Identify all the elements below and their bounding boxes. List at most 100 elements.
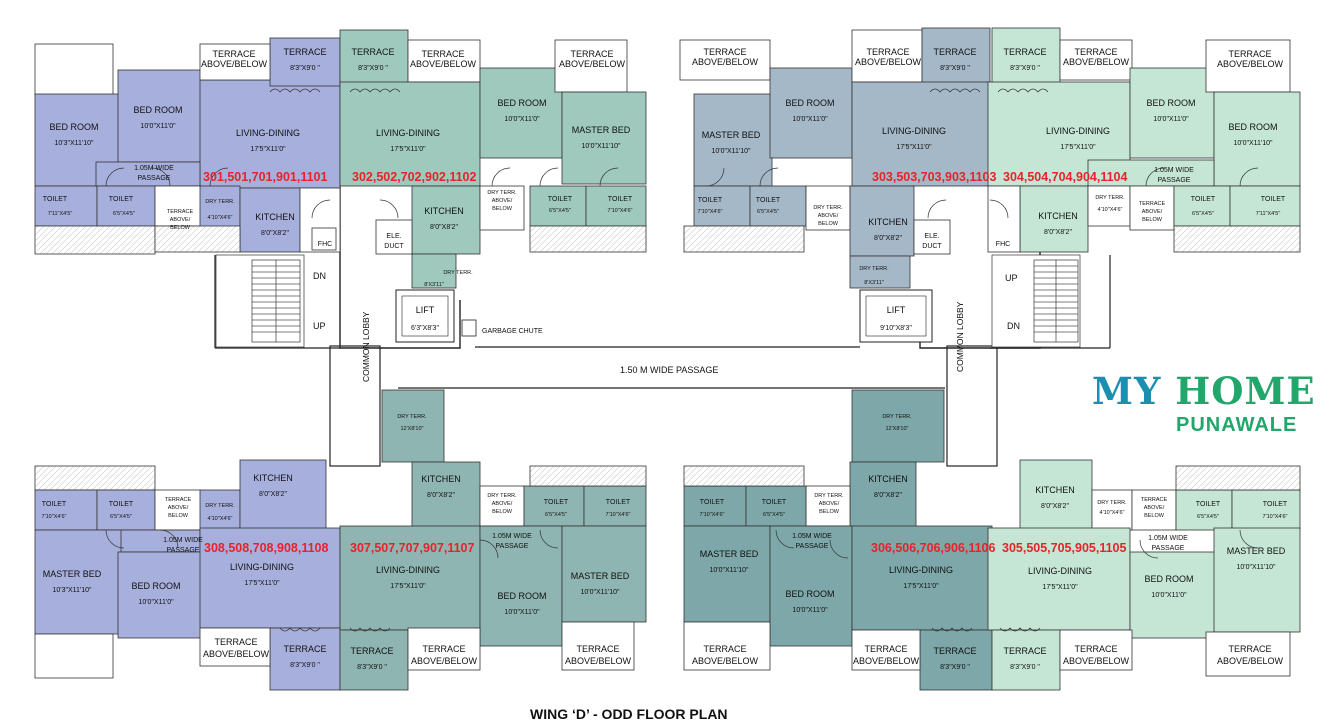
room-label: TOILET	[109, 196, 134, 203]
room-dim: 8'3"X9'0 "	[357, 664, 387, 671]
room-label: BED ROOM	[49, 122, 98, 132]
room-label: 1.05M WIDE	[492, 533, 532, 540]
room-label: TERRACE	[350, 646, 393, 656]
room-label: DRY TERR.	[1095, 195, 1125, 201]
unit-303	[679, 27, 993, 289]
room-label: ELE.	[386, 233, 401, 240]
room-label: BED ROOM	[1144, 574, 1193, 584]
room-label: BELOW	[492, 509, 513, 515]
room-dim: 6'5"X4'5"	[113, 211, 135, 217]
room-dim: 10'0"X11'0"	[1153, 116, 1189, 123]
room-label: TERRACE	[864, 644, 907, 654]
room-dim: 6'5"X4'5"	[545, 512, 567, 518]
room-label: 1.05M WIDE	[163, 537, 203, 544]
unit-number: 308,508,708,908,1108	[204, 541, 328, 555]
room-dim: 8'0"X8'2"	[874, 492, 902, 499]
unit-301	[34, 37, 341, 255]
room-label: TERRACE	[1003, 47, 1046, 57]
room-dim: 4'10"X4'6"	[208, 516, 233, 522]
room-label: BED ROOM	[497, 98, 546, 108]
room-label: LIVING-DINING	[236, 128, 300, 138]
room-dim: 17'5"X11'0"	[1042, 584, 1078, 591]
room-dim: 6'5"X4'5"	[757, 209, 779, 215]
room-label: ABOVE/	[170, 217, 191, 223]
room-label: TERRACE	[283, 644, 326, 654]
brand-location: PUNAWALE	[1176, 414, 1298, 436]
room-dim: 8'3"X9'0 "	[1010, 664, 1040, 671]
room-label: TERRACE	[933, 646, 976, 656]
brand-word-my: MY	[1092, 369, 1176, 413]
room-label: TERRACE	[1228, 644, 1271, 654]
room-dim: 8'0"X8'2"	[874, 235, 902, 242]
room-dim: 17'5"X11'0"	[903, 583, 939, 590]
room-label: MASTER BED	[571, 571, 630, 581]
room-dim: 8'X3'11"	[864, 280, 884, 286]
room-dim: 10'0"X11'0"	[504, 609, 540, 616]
unit-number: 304,504,704,904,1104	[1003, 170, 1127, 184]
unit-305	[987, 459, 1301, 691]
room-label: BED ROOM	[785, 98, 834, 108]
room-label: DRY TERR.	[814, 493, 844, 499]
room-label: FHC	[318, 241, 332, 248]
room-label: BED ROOM	[131, 581, 180, 591]
unit-302	[339, 29, 647, 289]
room-dim: 12'X8'10"	[400, 426, 423, 432]
room-label: BELOW	[168, 513, 189, 519]
stair-up-label: UP	[313, 321, 326, 331]
room-label: ABOVE/BELOW	[559, 59, 626, 69]
room-label: TOILET	[606, 499, 631, 506]
room-label: TERRACE	[703, 644, 746, 654]
room-dim: 8'0"X8'2"	[427, 492, 455, 499]
room-label: 1.05M WIDE	[792, 533, 832, 540]
unit-308	[34, 459, 341, 691]
room-label: ABOVE/BELOW	[203, 649, 270, 659]
room-label: LIVING-DINING	[1046, 126, 1110, 136]
room-dim: 4'10"X4'6"	[208, 215, 233, 221]
room-label: DUCT	[384, 243, 404, 250]
room-dim: 17'5"X11'0"	[250, 146, 286, 153]
room-label: ABOVE/BELOW	[1217, 656, 1284, 666]
room-dim: 10'0"X11'10"	[711, 148, 751, 155]
garbage-chute-label: GARBAGE CHUTE	[482, 328, 543, 335]
room-label: ABOVE/BELOW	[1217, 59, 1284, 69]
brand-word-home: HOME	[1175, 369, 1316, 413]
room-label: ABOVE/BELOW	[692, 57, 759, 67]
room-label: KITCHEN	[421, 474, 461, 484]
room-dim: 4'10"X4'6"	[1100, 510, 1125, 516]
room-dim: 8'X3'11"	[424, 282, 444, 288]
room-label: PASSAGE	[138, 175, 171, 182]
room-label: TERRACE	[165, 497, 192, 503]
room-label: DRY TERR.	[813, 205, 843, 211]
room-dim: 7'10"X4'6"	[606, 512, 631, 518]
room-label: ABOVE/	[818, 213, 839, 219]
room-dim: 6'5"X4'5"	[549, 208, 571, 214]
room-dim: 8'3"X9'0 "	[940, 65, 970, 72]
room-label: DRY TERR.	[397, 414, 427, 420]
room-label: BELOW	[1142, 217, 1163, 223]
room-label: PASSAGE	[1152, 545, 1185, 552]
staircase-right	[991, 254, 1081, 348]
room-dim: 10'0"X11'0"	[140, 123, 176, 130]
room-label: TERRACE	[421, 49, 464, 59]
room-dim: 10'0"X11'0"	[1151, 592, 1187, 599]
lift-right	[859, 289, 933, 343]
room-label: TOILET	[1196, 501, 1221, 508]
room-dim: 4'10"X4'6"	[1098, 207, 1123, 213]
room-dim: 7'11"X4'5"	[48, 211, 73, 217]
room-label: TERRACE	[703, 47, 746, 57]
room-label: BED ROOM	[497, 591, 546, 601]
room-dim: 10'3"X11'10"	[52, 587, 92, 594]
room-label: ELE.	[924, 233, 939, 240]
room-label: 1.05M WIDE	[1154, 167, 1194, 174]
room-label: 1.05M WIDE	[1148, 535, 1188, 542]
room-dim: 17'5"X11'0"	[896, 144, 932, 151]
room-dim: 7'10"X4'6"	[42, 514, 67, 520]
room-label: DRY TERR.	[487, 190, 517, 196]
room-label: LIFT	[416, 305, 435, 315]
room-label: BED ROOM	[785, 589, 834, 599]
room-dim: 6'5"X4'5"	[1197, 514, 1219, 520]
room-dim: 7'10"X4'6"	[698, 209, 723, 215]
room-dim: 8'0"X8'2"	[261, 230, 289, 237]
brand-logo: MY HOME	[1092, 371, 1316, 411]
room-label: LIVING-DINING	[376, 565, 440, 575]
